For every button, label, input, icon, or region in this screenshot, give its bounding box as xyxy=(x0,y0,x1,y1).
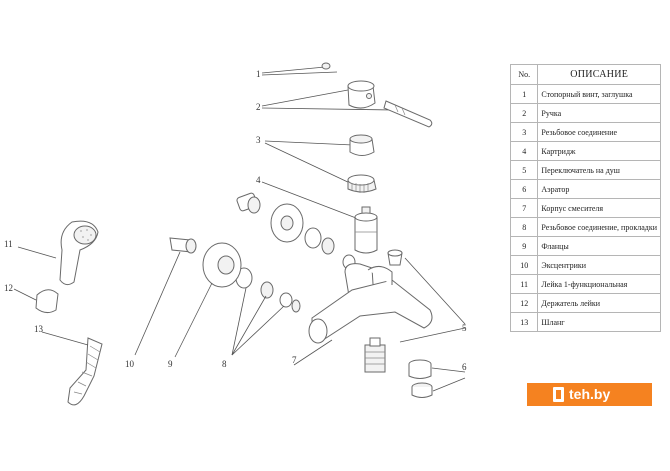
row-number: 12 xyxy=(509,293,539,313)
callout-9: 9 xyxy=(168,359,173,369)
row-number: 3 xyxy=(509,122,539,142)
row-number: 13 xyxy=(509,312,539,332)
callout-2: 2 xyxy=(256,102,261,112)
part-cartridge: 4 xyxy=(256,175,378,254)
callout-1: 1 xyxy=(256,69,261,79)
exploded-view-diagram: 1 2 3 4 xyxy=(4,62,467,406)
row-number: 11 xyxy=(509,274,539,294)
brand-logo-text: teh.by xyxy=(569,386,611,402)
callout-3: 3 xyxy=(256,135,261,145)
callout-8: 8 xyxy=(222,359,227,369)
row-number: 9 xyxy=(509,236,539,256)
part-threaded-connection: 3 xyxy=(256,134,377,193)
part-flange: 9 xyxy=(168,242,242,369)
part-shower-switch: 5 xyxy=(387,249,467,343)
row-description: Шланг xyxy=(537,312,661,332)
logo-mark-icon xyxy=(553,387,564,402)
row-description: Резьбовое соединение xyxy=(537,122,661,142)
part-upper-fittings xyxy=(236,192,356,270)
header-description: ОПИСАНИЕ xyxy=(537,64,661,85)
callout-13: 13 xyxy=(34,324,44,334)
row-description: Лейка 1-функциональная xyxy=(537,274,661,294)
brand-logo: teh.by xyxy=(527,383,652,406)
row-description: Эксцентрики xyxy=(537,255,661,275)
part-shower-holder: 12 xyxy=(4,283,59,314)
row-description: Ручка xyxy=(537,103,661,123)
part-hand-shower: 11 xyxy=(4,220,99,286)
row-description: Резьбовое соединение, прокладки xyxy=(537,217,661,237)
row-number: 10 xyxy=(509,255,539,275)
header-number: No. xyxy=(509,64,539,85)
table-header-row: No. ОПИСАНИЕ xyxy=(509,64,661,85)
part-mixer-body: 7 xyxy=(292,263,433,366)
callout-5: 5 xyxy=(462,323,467,333)
part-aerator: 6 xyxy=(408,359,467,398)
row-description: Картридж xyxy=(537,141,661,161)
part-set-screw: 1 xyxy=(256,62,338,79)
part-eccentric: 10 xyxy=(125,237,197,369)
row-description: Корпус смесителя xyxy=(537,198,661,218)
row-number: 4 xyxy=(509,141,539,161)
part-switch-insert xyxy=(364,337,386,373)
row-description: Переключатель на душ xyxy=(537,160,661,180)
row-number: 1 xyxy=(509,84,539,104)
row-description: Держатель лейки xyxy=(537,293,661,313)
part-gaskets: 8 xyxy=(222,267,301,369)
callout-6: 6 xyxy=(462,362,467,372)
part-hose: 13 xyxy=(34,324,103,406)
row-number: 8 xyxy=(509,217,539,237)
row-number: 7 xyxy=(509,198,539,218)
row-description: Стопорный винт, заглушка xyxy=(537,84,661,104)
callout-7: 7 xyxy=(292,355,297,365)
part-handle: 2 xyxy=(256,80,433,128)
callout-10: 10 xyxy=(125,359,135,369)
row-number: 5 xyxy=(509,160,539,180)
row-description: Фланцы xyxy=(537,236,661,256)
row-description: Аэратор xyxy=(537,179,661,199)
callout-11: 11 xyxy=(4,239,13,249)
row-number: 6 xyxy=(509,179,539,199)
row-number: 2 xyxy=(509,103,539,123)
callout-12: 12 xyxy=(4,283,13,293)
callout-4: 4 xyxy=(256,175,261,185)
